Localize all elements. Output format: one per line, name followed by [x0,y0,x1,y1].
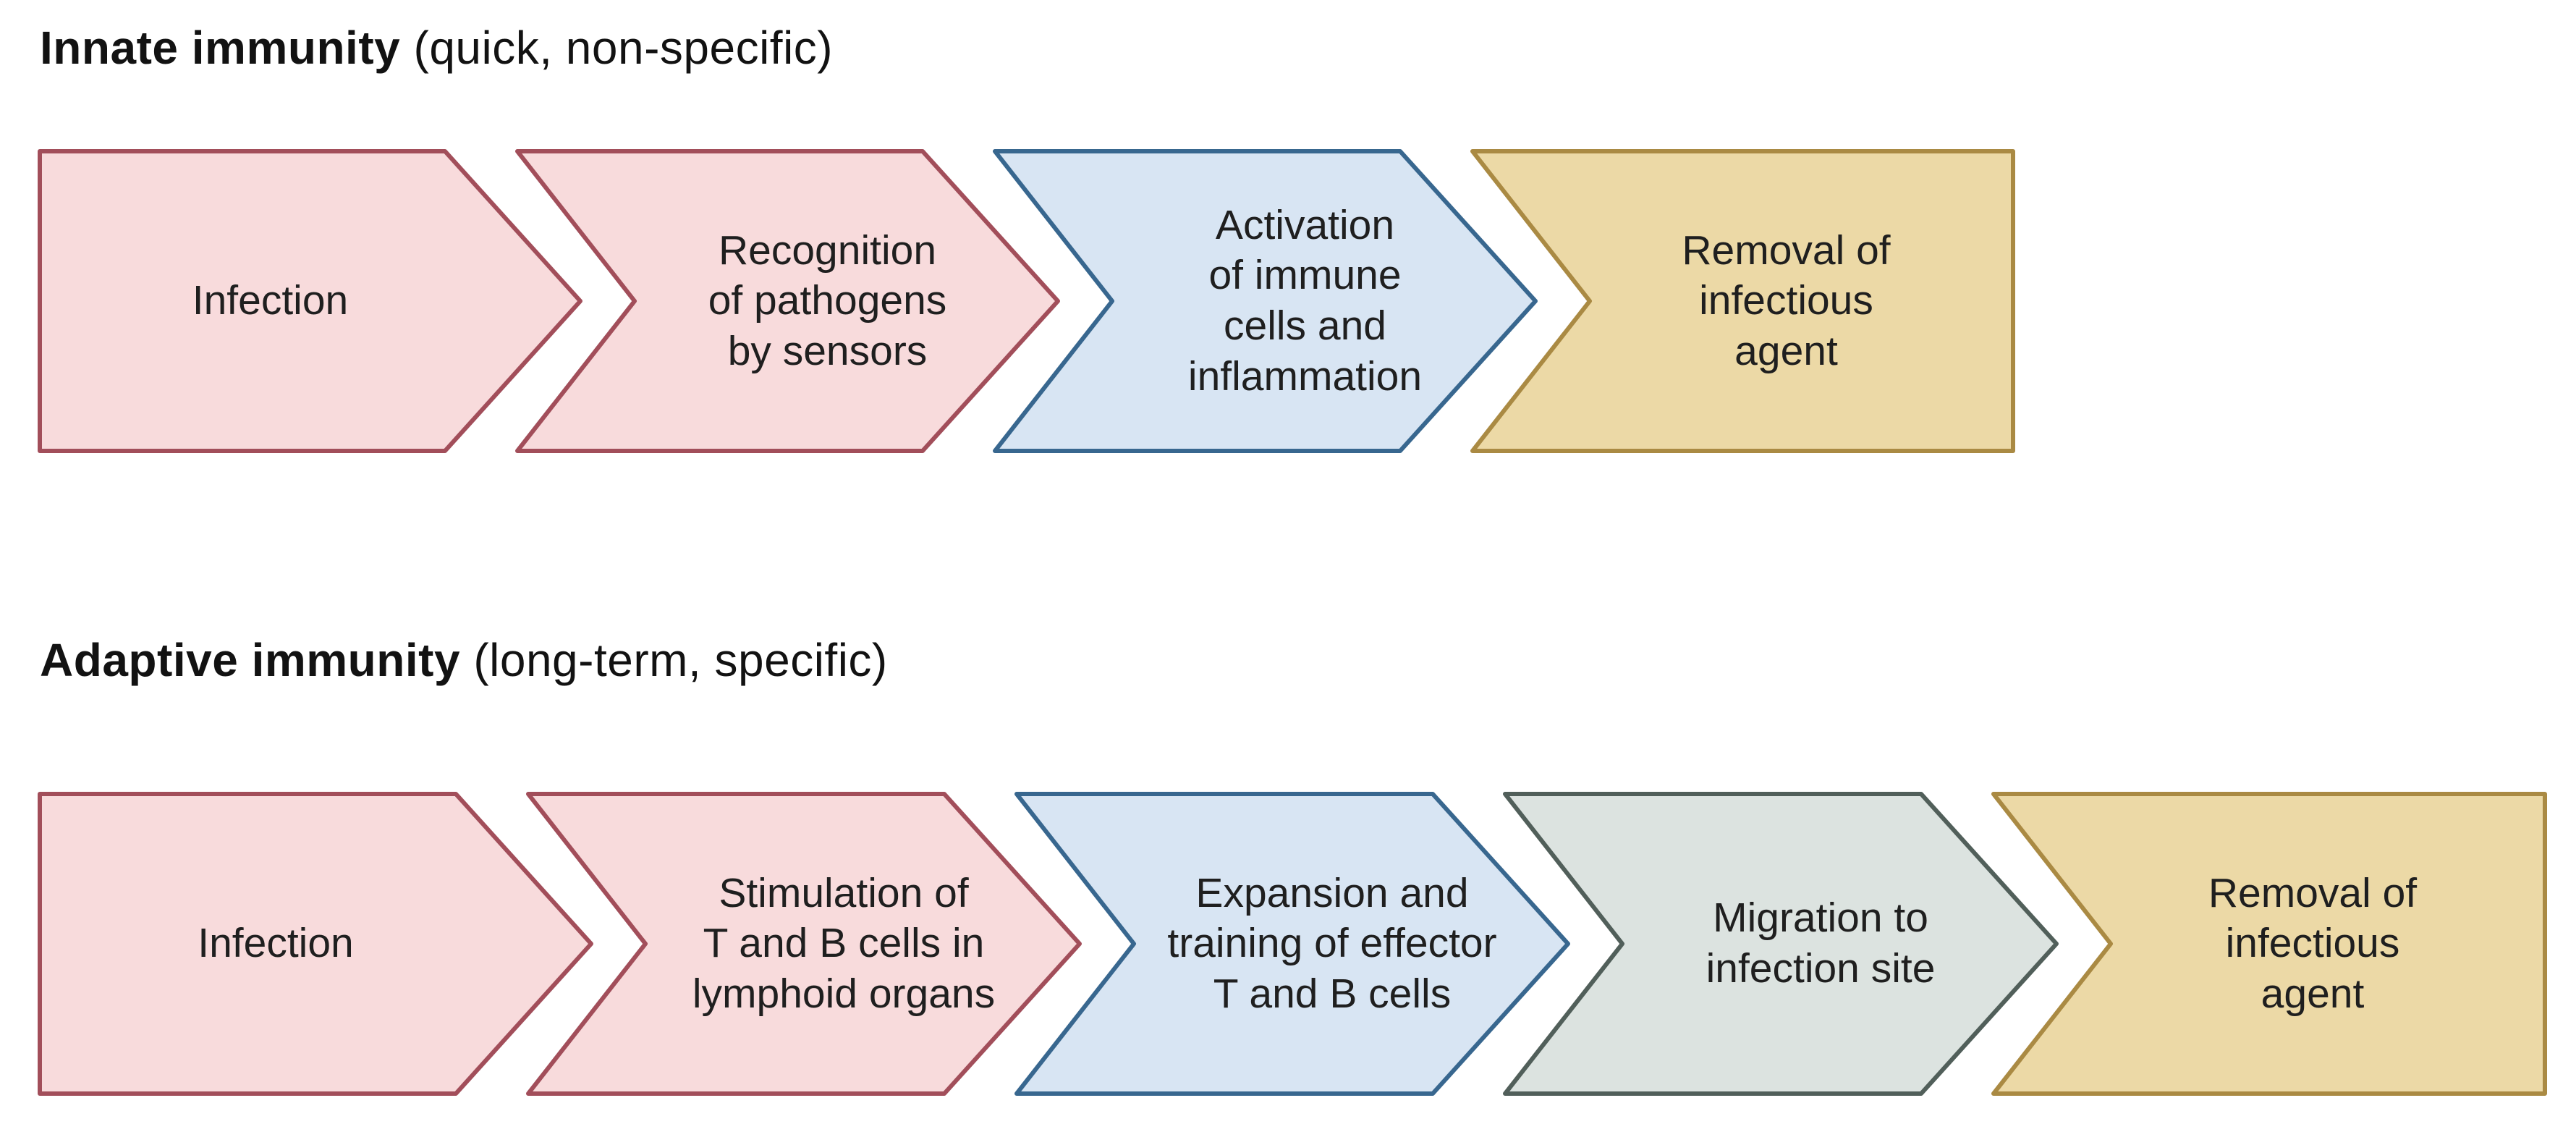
adaptive-immunity-title: Adaptive immunity (long-term, specific) [40,634,888,688]
chevron-shape-migration-to-infection-site [1503,792,2059,1096]
chevron-shape-activation-of-immune-cells-and-inflammation [993,149,1538,453]
chevron-shape-removal-of-infectious-agent [1991,792,2547,1096]
chevron-shape-infection [38,792,593,1096]
innate-immunity-title: Innate immunity (quick, non-specific) [40,22,833,75]
chevron-shape-removal-of-infectious-agent [1470,149,2015,453]
chevron-expansion-and-training-of-effector-t-and-b-cells: Expansion and training of effector T and… [1014,792,1570,1096]
adaptive-title-subtext: (long-term, specific) [460,634,888,686]
innate-title-bold: Innate immunity [40,22,401,74]
chevron-removal-of-infectious-agent: Removal of infectious agent [1991,792,2547,1096]
adaptive-title-bold: Adaptive immunity [40,634,461,686]
chevron-infection: Infection [38,792,593,1096]
chevron-shape-recognition-of-pathogens-by-sensors [515,149,1060,453]
chevron-shape-expansion-and-training-of-effector-t-and-b-cells [1014,792,1570,1096]
chevron-removal-of-infectious-agent: Removal of infectious agent [1470,149,2015,453]
chevron-stimulation-of-t-and-b-cells-in-lymphoid-organs: Stimulation of T and B cells in lymphoid… [526,792,1082,1096]
chevron-activation-of-immune-cells-and-inflammation: Activation of immune cells and inflammat… [993,149,1538,453]
chevron-recognition-of-pathogens-by-sensors: Recognition of pathogens by sensors [515,149,1060,453]
chevron-shape-stimulation-of-t-and-b-cells-in-lymphoid-organs [526,792,1082,1096]
chevron-shape-infection [38,149,582,453]
chevron-infection: Infection [38,149,582,453]
innate-title-subtext: (quick, non-specific) [400,22,834,74]
chevron-migration-to-infection-site: Migration to infection site [1503,792,2059,1096]
